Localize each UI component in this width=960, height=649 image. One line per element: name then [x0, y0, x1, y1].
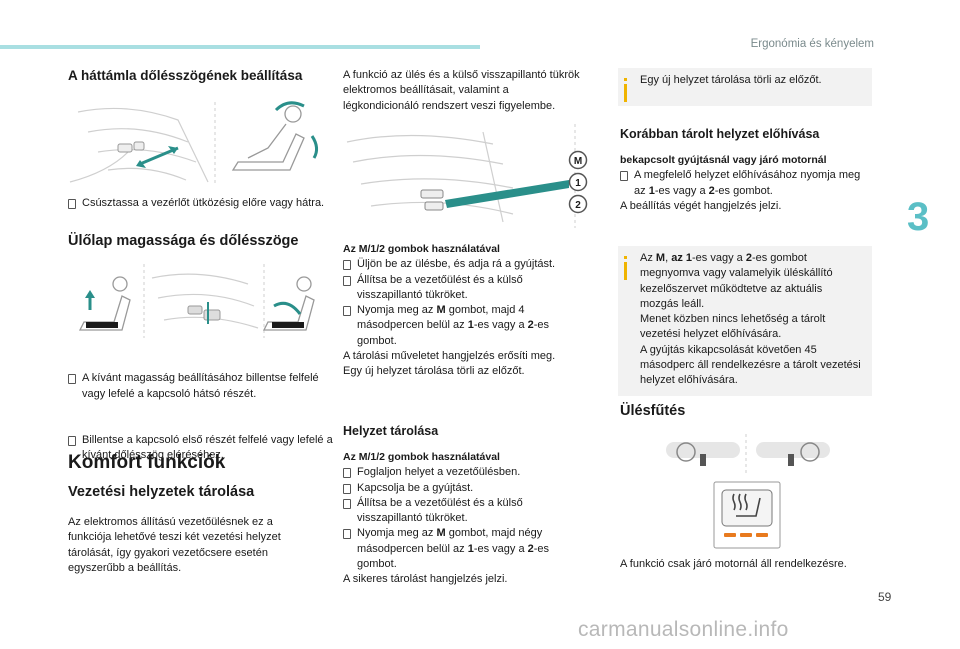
note-2-paragraph-2: Menet közben nincs lehetőség a tárolt ve… [640, 313, 826, 341]
heading-recall: Korábban tárolt helyzet előhívása [620, 127, 820, 141]
heading-seat-heating: Ülésfűtés [620, 403, 686, 419]
paragraph-recall-end: A beállítás végét hangjelzés jelzi. [620, 199, 782, 212]
subheading-recall: bekapcsolt gyújtásnál vagy járó motornál [620, 154, 827, 166]
info-note-1: Egy új helyzet tárolása törli az előzőt. [618, 68, 872, 106]
seat-heating-paragraph: A funkció csak járó motornál áll rendelk… [620, 558, 847, 570]
bullet-take-seat: Foglaljon helyet a vezetőülésben. [343, 465, 588, 480]
heading-driving-positions: Vezetési helyzetek tárolása [68, 484, 255, 500]
subheading-buttons-1: Az M/1/2 gombok használatával [343, 243, 500, 255]
seat-cushion-illustration [68, 258, 330, 344]
top-accent-bar [0, 45, 480, 49]
bullet-sit: Üljön be az ülésbe, és adja rá a gyújtás… [343, 257, 588, 272]
seat-heating-illustration [660, 432, 832, 554]
bullet-ignition: Kapcsolja be a gyújtást. [343, 481, 588, 496]
store-instructions-block-1: Az M/1/2 gombok használatával Üljön be a… [343, 242, 588, 380]
driving-paragraph: Az elektromos állítású vezetőülésnek ez … [68, 516, 281, 574]
memory-buttons-illustration: M 1 2 [343, 122, 591, 234]
seat-bullet-2: Billentse a kapcsoló első részét felfelé… [68, 433, 337, 464]
bullet-recall: A megfelelő helyzet előhívásához nyomja … [620, 168, 870, 199]
bullet-press-m-2: Nyomja meg az M gombot, majd négy másodp… [343, 526, 588, 572]
paragraph-success: A sikeres tárolást hangjelzés jelzi. [343, 573, 508, 586]
info-note-1-text: Egy új helyzet tárolása törli az előzőt. [640, 74, 822, 86]
info-note-2-text: Az M, az 1-es vagy a 2-es gombot megnyom… [640, 251, 862, 389]
bullet-adjust-2: Állítsa be a vezetőülést és a külső viss… [343, 496, 588, 527]
paragraph-confirm: A tárolási műveletet hangjelzés erősíti … [343, 350, 556, 363]
heading-seat: Ülőlap magassága és dőlésszöge [68, 233, 299, 249]
heading-store-position: Helyzet tárolása [343, 424, 439, 438]
heading-comfort: Komfort funkciók [68, 452, 226, 473]
bullet-adjust-1: Állítsa be a vezetőülést és a külső viss… [343, 273, 588, 304]
backrest-bullet: Csúsztassa a vezérlőt ütközésig előre va… [68, 196, 337, 211]
page-number: 59 [878, 590, 892, 604]
memory-button-2: 2 [575, 200, 581, 211]
backrest-illustration [68, 92, 330, 188]
heading-backrest: A háttámla dőlésszögének beállítása [68, 68, 303, 83]
bullet-press-m-1: Nyomja meg az M gombot, majd 4 másodperc… [343, 303, 588, 349]
note-2-paragraph-1: Az M, az 1-es vagy a 2-es gombot megnyom… [640, 252, 833, 310]
seat-bullet-1: A kívánt magasság beállításához billents… [68, 371, 337, 402]
note-2-paragraph-3: A gyújtás kikapcsolását követően 45 máso… [640, 343, 861, 387]
info-note-2: Az M, az 1-es vagy a 2-es gombot megnyom… [618, 246, 872, 396]
memory-button-1: 1 [575, 178, 581, 189]
info-icon [624, 78, 627, 81]
chapter-number: 3 [907, 195, 930, 239]
memory-button-m: M [574, 156, 582, 167]
section-header: Ergonómia és kényelem [750, 38, 874, 50]
intro-paragraph: A funkció az ülés és a külső visszapilla… [343, 69, 580, 112]
subheading-buttons-2: Az M/1/2 gombok használatával [343, 451, 500, 463]
watermark: carmanualsonline.info [578, 618, 789, 641]
paragraph-overwrite: Egy új helyzet tárolása törli az előzőt. [343, 365, 525, 378]
info-icon [624, 256, 627, 259]
store-instructions-block-2: Az M/1/2 gombok használatával Foglaljon … [343, 450, 588, 588]
recall-block: bekapcsolt gyújtásnál vagy járó motornál… [620, 153, 870, 214]
